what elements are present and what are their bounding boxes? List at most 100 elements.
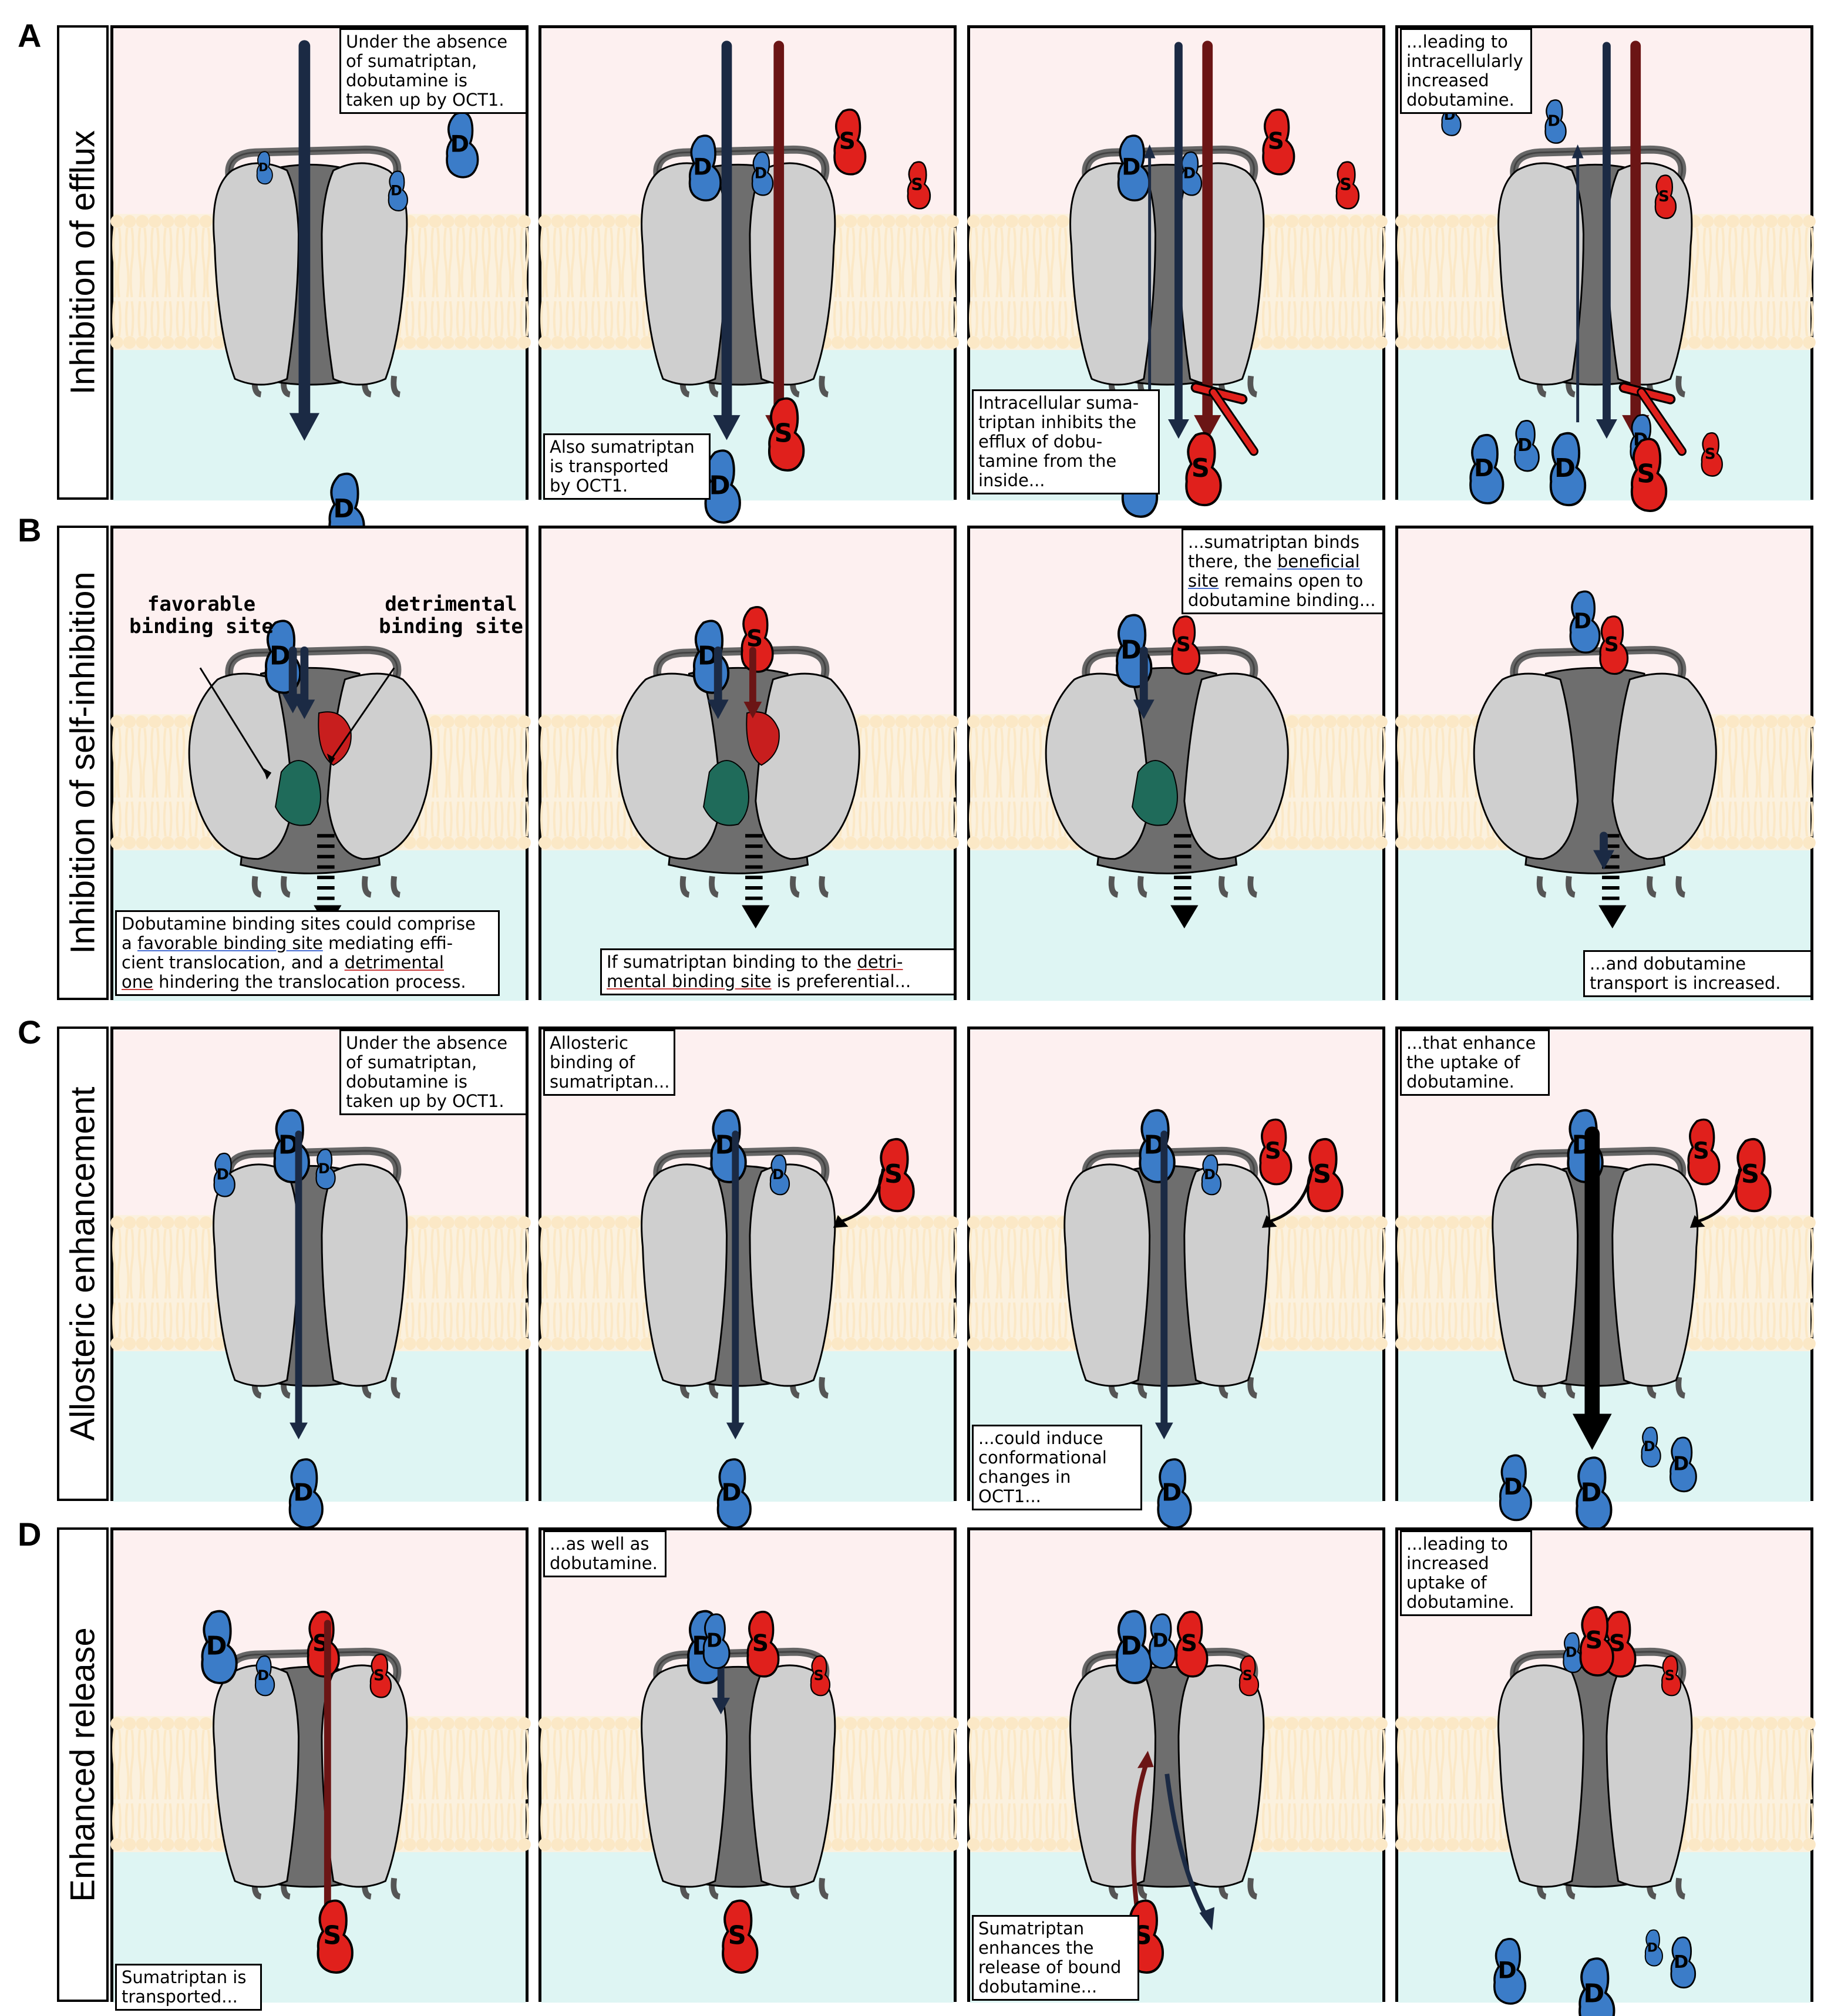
dobutamine-molecule-3: D	[1499, 1454, 1532, 1522]
svg-text:D: D	[318, 1160, 330, 1177]
dobutamine-molecule-1: D	[751, 151, 774, 196]
row-letter-c: C	[18, 1014, 42, 1051]
dobutamine-molecule-3: D	[702, 1613, 731, 1670]
svg-text:D: D	[1517, 435, 1532, 456]
sumatriptan-molecule-2: S	[1262, 108, 1295, 176]
row-label-a: Inhibition of efflux	[57, 25, 109, 500]
dobutamine-molecule-0: D	[446, 111, 479, 179]
efflux-arrow	[1571, 144, 1584, 423]
detrimental-binding-site	[746, 711, 780, 766]
svg-text:D: D	[270, 641, 291, 671]
svg-text:D: D	[772, 1166, 784, 1183]
scene-b4: SD	[1395, 529, 1816, 1001]
sumatriptan-molecule-1: S	[1735, 1137, 1772, 1213]
sumatriptan-molecule-4: S	[317, 1899, 354, 1974]
svg-text:D: D	[709, 471, 731, 500]
sumatriptan-molecule-2: S	[1661, 1655, 1682, 1697]
oct1-transporter	[1473, 645, 1717, 898]
transport-arrow	[1155, 1130, 1173, 1439]
dobutamine-molecule-3: D	[1469, 433, 1504, 504]
svg-text:D: D	[1647, 1940, 1658, 1955]
intracellular-space	[970, 850, 1382, 1001]
svg-text:D: D	[1204, 1166, 1216, 1183]
svg-text:D: D	[1547, 113, 1560, 130]
row-label-d: Enhanced release	[57, 1527, 109, 2002]
inhibition-bar	[1190, 382, 1259, 456]
caption-a3: Intracellular suma- triptan inhibits the…	[972, 389, 1160, 494]
dobutamine-molecule-3: D	[288, 1458, 324, 1529]
sumatriptan-molecule-3: S	[1579, 1606, 1614, 1677]
svg-text:D: D	[1474, 454, 1494, 482]
caption-c1: Under the absence of sumatriptan, dobuta…	[339, 1029, 527, 1115]
caption-a4: ...leading to intracellularly increased …	[1400, 28, 1532, 114]
svg-text:S: S	[1339, 175, 1351, 194]
svg-text:S: S	[1313, 1160, 1331, 1189]
dobutamine-molecule-1: D	[388, 170, 408, 211]
svg-text:D: D	[1673, 1452, 1689, 1475]
caption-c3: ...could induce conformational changes i…	[972, 1425, 1142, 1510]
dobutamine-molecule-1: D	[769, 1154, 790, 1196]
dobutamine-molecule-0: D	[1117, 134, 1150, 201]
svg-text:D: D	[450, 131, 469, 157]
transport-arrow	[707, 646, 729, 719]
svg-text:S: S	[1658, 188, 1670, 206]
sumatriptan-molecule-0: S	[1599, 615, 1629, 675]
dobutamine-molecule-6: D	[1670, 1436, 1697, 1493]
caption-d3: Sumatriptan enhances the release of boun…	[972, 1915, 1139, 2001]
dobutamine-molecule-1: D	[1180, 151, 1203, 196]
oct1-transporter	[641, 1647, 836, 1900]
detrimental-binding-site	[318, 711, 352, 766]
dobutamine-molecule-0: D	[1115, 1610, 1153, 1684]
dobutamine-molecule-4: D	[1576, 1456, 1613, 1531]
transport-arrow	[1167, 42, 1189, 439]
transport-arrow	[1596, 42, 1617, 439]
dobutamine-molecule-5: D	[1549, 432, 1587, 507]
svg-text:D: D	[1497, 1957, 1516, 1984]
svg-text:S: S	[323, 1921, 341, 1951]
transport-arrow	[1194, 41, 1221, 440]
svg-text:D: D	[1566, 1644, 1577, 1660]
svg-text:D: D	[391, 182, 402, 198]
sumatriptan-molecule-5: S	[768, 397, 805, 472]
svg-text:S: S	[1176, 633, 1191, 657]
inhibition-bar	[1618, 382, 1687, 456]
sumatriptan-molecule-3: S	[369, 1653, 392, 1698]
sumatriptan-molecule-2: S	[1307, 1137, 1344, 1213]
caption-d2: ...as well as dobutamine.	[543, 1530, 667, 1577]
sumatriptan-molecule-2: S	[307, 1610, 340, 1678]
oct1-transporter	[1492, 1146, 1699, 1399]
svg-text:D: D	[693, 154, 712, 181]
label-favorable-site: favorable binding site	[129, 593, 274, 638]
blocked-translocation-arrow	[1170, 834, 1199, 928]
svg-text:D: D	[293, 1479, 313, 1507]
svg-text:S: S	[373, 1667, 385, 1684]
svg-text:D: D	[755, 164, 768, 182]
sumatriptan-molecule-1: S	[1171, 615, 1201, 675]
oct1-transporter	[1497, 1647, 1693, 1900]
svg-text:S: S	[1268, 128, 1284, 154]
transport-arrow	[282, 646, 304, 713]
svg-text:S: S	[1192, 454, 1210, 483]
row-label-c: Allosteric enhancement	[57, 1026, 109, 1501]
dobutamine-molecule-0: D	[201, 1610, 238, 1684]
svg-text:D: D	[216, 1166, 229, 1183]
caption-d4: ...leading to increased uptake of dobuta…	[1400, 1530, 1532, 1616]
release-arrow-dobutamine	[1164, 1773, 1210, 1920]
label-detrimental-site: detrimental binding site	[379, 593, 523, 638]
oct1-transporter	[1497, 145, 1693, 398]
dobutamine-molecule-6: D	[1644, 1929, 1663, 1967]
transport-arrow	[1133, 646, 1155, 719]
svg-text:S: S	[775, 419, 793, 449]
svg-text:S: S	[1637, 460, 1655, 489]
